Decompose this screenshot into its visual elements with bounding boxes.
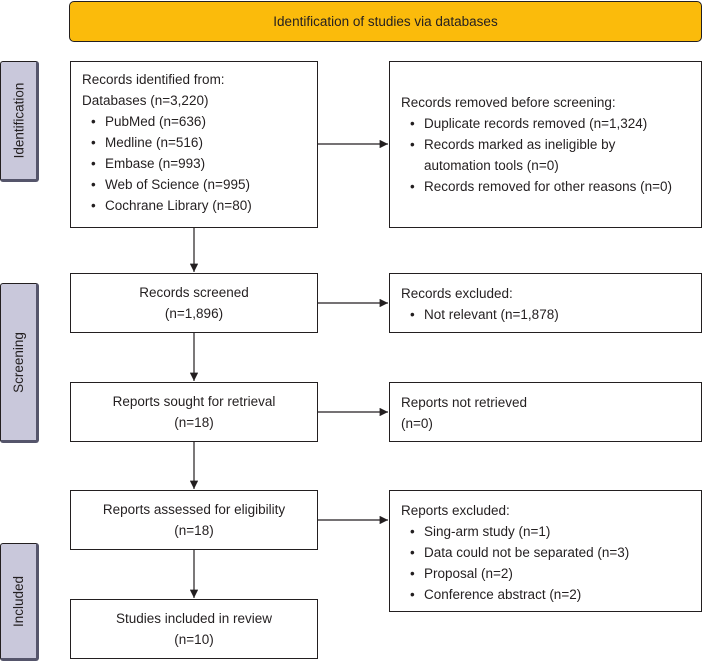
list-item: Conference abstract (n=2): [401, 584, 701, 605]
reports-assessed-title: Reports assessed for eligibility: [102, 502, 286, 517]
list-item: Records marked as ineligible by automati…: [401, 134, 701, 176]
list-item: Sing-arm study (n=1): [401, 521, 701, 542]
phase-label-screening: Screening: [0, 283, 39, 443]
reports-not-retrieved-title: Reports not retrieved: [401, 395, 528, 410]
records-identified-title: Records identified from:: [82, 72, 225, 87]
records-screened-count: (n=1,896): [164, 306, 224, 321]
list-item: Proposal (n=2): [401, 563, 701, 584]
list-item: Not relevant (n=1,878): [401, 304, 701, 325]
records-identified-box: Records identified from: Databases (n=3,…: [70, 61, 318, 228]
studies-included-count: (n=10): [174, 632, 214, 647]
reports-not-retrieved-count: (n=0): [401, 416, 433, 431]
records-excluded-list: Not relevant (n=1,878): [401, 304, 701, 325]
reports-sought-box: Reports sought for retrieval (n=18): [70, 382, 318, 442]
list-item: Duplicate records removed (n=1,324): [401, 113, 701, 134]
reports-sought-title: Reports sought for retrieval: [112, 394, 276, 409]
records-excluded-box: Records excluded: Not relevant (n=1,878): [389, 273, 702, 333]
list-item: Cochrane Library (n=80): [82, 195, 317, 216]
phase-label-included: Included: [0, 543, 39, 661]
reports-excluded-list: Sing-arm study (n=1) Data could not be s…: [401, 521, 701, 605]
records-removed-list: Duplicate records removed (n=1,324) Reco…: [401, 113, 701, 197]
records-excluded-title: Records excluded:: [401, 286, 513, 301]
list-item: Web of Science (n=995): [82, 174, 317, 195]
records-screened-box: Records screened (n=1,896): [70, 273, 318, 333]
list-item: Records removed for other reasons (n=0): [401, 176, 701, 197]
reports-excluded-title: Reports excluded:: [401, 503, 510, 518]
reports-not-retrieved-box: Reports not retrieved (n=0): [389, 382, 702, 442]
records-removed-box: Records removed before screening: Duplic…: [389, 61, 702, 228]
reports-excluded-box: Reports excluded: Sing-arm study (n=1) D…: [389, 490, 702, 612]
reports-sought-count: (n=18): [174, 415, 214, 430]
studies-included-box: Studies included in review (n=10): [70, 599, 318, 659]
list-item: Embase (n=993): [82, 153, 317, 174]
reports-assessed-count: (n=18): [174, 523, 214, 538]
records-removed-title: Records removed before screening:: [401, 95, 616, 110]
phase-label-identification: Identification: [0, 61, 39, 182]
diagram-header: Identification of studies via databases: [69, 1, 702, 42]
list-item: Data could not be separated (n=3): [401, 542, 701, 563]
records-identified-subtitle: Databases (n=3,220): [82, 93, 209, 108]
list-item: PubMed (n=636): [82, 111, 317, 132]
reports-assessed-box: Reports assessed for eligibility (n=18): [70, 490, 318, 550]
list-item: Medline (n=516): [82, 132, 317, 153]
header-title: Identification of studies via databases: [273, 14, 498, 29]
records-identified-list: PubMed (n=636) Medline (n=516) Embase (n…: [82, 111, 317, 216]
records-screened-title: Records screened: [139, 285, 249, 300]
studies-included-title: Studies included in review: [115, 611, 273, 626]
